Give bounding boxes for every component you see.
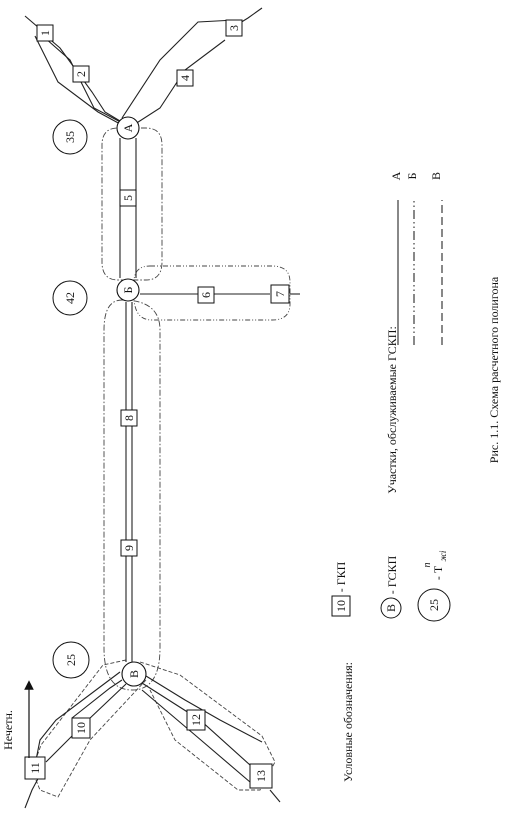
station-1-label: 1	[38, 30, 52, 36]
station-11: 11	[24, 756, 46, 780]
area-v-boundary-left	[31, 659, 147, 798]
station-5: 5	[119, 189, 137, 207]
station-1: 1	[36, 24, 54, 42]
legend-section-a-label: А	[389, 171, 403, 180]
hub-v: В	[121, 661, 147, 687]
station-5-label: 5	[121, 195, 135, 201]
hub-b: Б	[116, 278, 140, 302]
value-a-label: 35	[63, 131, 77, 143]
legend-section-v: В	[429, 172, 443, 345]
station-8-label: 8	[122, 415, 136, 421]
direction-label: Нечетн.	[1, 710, 15, 750]
legend-time-sample: 25	[427, 599, 441, 611]
hub-b-label: Б	[121, 286, 135, 293]
legend-time: 25 - Т п жi	[417, 550, 451, 622]
value-b-label: 42	[63, 292, 77, 304]
station-9: 9	[120, 539, 138, 557]
value-v: 25	[52, 641, 90, 679]
hub-v-label: В	[127, 670, 141, 678]
value-a: 35	[52, 119, 88, 155]
station-3-label: 3	[227, 25, 241, 31]
legend-section-b-label: Б	[405, 172, 419, 179]
area-b-trunk-boundary	[103, 299, 161, 691]
figure-caption: Рис. 1.1. Схема расчетного полигона	[487, 276, 501, 463]
station-12-label: 12	[189, 714, 203, 726]
station-4-label: 4	[178, 75, 192, 81]
legend-gskp-sample: В	[384, 604, 398, 612]
station-7-label: 7	[273, 291, 287, 297]
station-8: 8	[120, 409, 138, 427]
station-10-label: 10	[74, 722, 88, 734]
station-13: 13	[249, 763, 273, 789]
legend-sections-title: Участки, обслуживаемые ГСКП:	[385, 326, 399, 494]
station-3: 3	[225, 19, 243, 37]
legend-section-a: А	[389, 171, 403, 345]
legend-time-sup: п	[422, 563, 433, 568]
hub-a-label: А	[121, 123, 135, 132]
station-12: 12	[186, 709, 206, 731]
area-b-boundary	[133, 265, 291, 321]
station-4: 4	[176, 69, 194, 87]
area-a-boundary	[101, 127, 163, 281]
legend-gkp-sample: 10	[334, 600, 348, 612]
legend-section-b: Б	[405, 172, 419, 345]
legend-title: Условные обозначения:	[341, 662, 355, 782]
station-7: 7	[270, 284, 290, 304]
station-9-label: 9	[122, 545, 136, 551]
value-v-label: 25	[64, 654, 78, 666]
station-6-label: 6	[199, 292, 213, 298]
legend-gkp: 10 - ГКП	[331, 561, 351, 617]
value-b: 42	[52, 280, 88, 316]
legend-section-v-label: В	[429, 172, 443, 180]
station-6: 6	[197, 286, 215, 304]
hub-a: А	[116, 116, 140, 140]
legend-time-text: - Т	[431, 565, 445, 580]
station-13-label: 13	[254, 770, 268, 782]
legend-time-sub: жi	[438, 550, 448, 561]
legend-gskp-text: - ГСКП	[385, 555, 399, 594]
legend-gkp-text: - ГКП	[334, 561, 348, 592]
station-2-label: 2	[74, 71, 88, 77]
station-11-label: 11	[28, 762, 42, 774]
station-10: 10	[71, 717, 91, 739]
legend-gskp: В - ГСКП	[380, 555, 402, 619]
station-2: 2	[72, 65, 90, 83]
